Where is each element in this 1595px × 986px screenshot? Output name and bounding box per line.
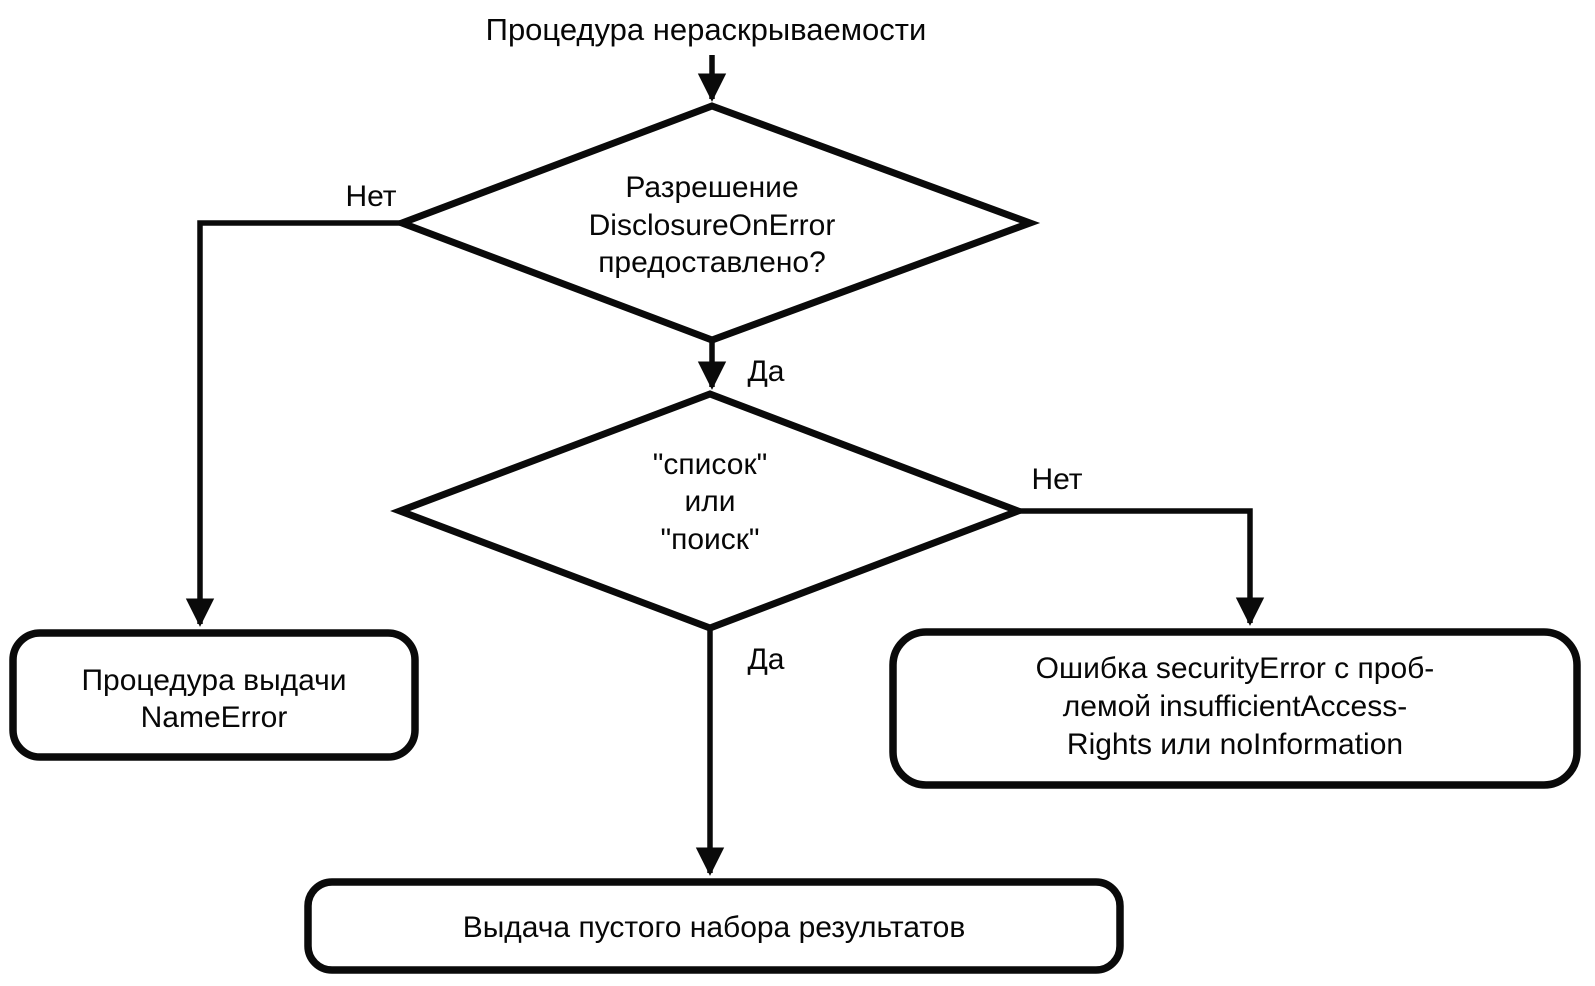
box-empty-results bbox=[304, 878, 1124, 974]
decision-list-search-line2: или bbox=[684, 485, 735, 518]
box-name-error-line1: Процедура выдачи bbox=[81, 664, 346, 697]
decision-disclosure-line3: предоставлено? bbox=[598, 246, 826, 279]
box-name-error bbox=[9, 629, 419, 761]
box-security-error-line3: Rights или noInformation bbox=[1067, 728, 1403, 761]
edge-no-to-security-error-arrow bbox=[1018, 508, 1265, 626]
edge-label-yes-bottom: Да bbox=[747, 643, 784, 676]
decision-disclosure-line2: DisclosureOnError bbox=[589, 209, 836, 242]
edge-label-yes-middle: Да bbox=[747, 355, 784, 388]
edge-label-no-left: Нет bbox=[345, 180, 396, 213]
box-name-error-line2: NameError bbox=[141, 701, 288, 734]
box-security-error bbox=[889, 628, 1581, 789]
decision-disclosure-line1: Разрешение bbox=[625, 171, 798, 204]
box-security-error-line2: лемой insufficientAccess- bbox=[1063, 690, 1407, 723]
edge-no-to-name-error-arrow bbox=[185, 220, 402, 627]
decision-list-search-line3: "поиск" bbox=[660, 523, 759, 556]
decision-list-search-line1: "список" bbox=[653, 448, 767, 481]
box-empty-results-line1: Выдача пустого набора результатов bbox=[463, 911, 966, 944]
flowchart-title: Процедура нераскрываемости bbox=[486, 12, 927, 47]
edge-label-no-right: Нет bbox=[1031, 463, 1082, 496]
box-security-error-line1: Ошибка securityError с проб- bbox=[1036, 652, 1435, 685]
